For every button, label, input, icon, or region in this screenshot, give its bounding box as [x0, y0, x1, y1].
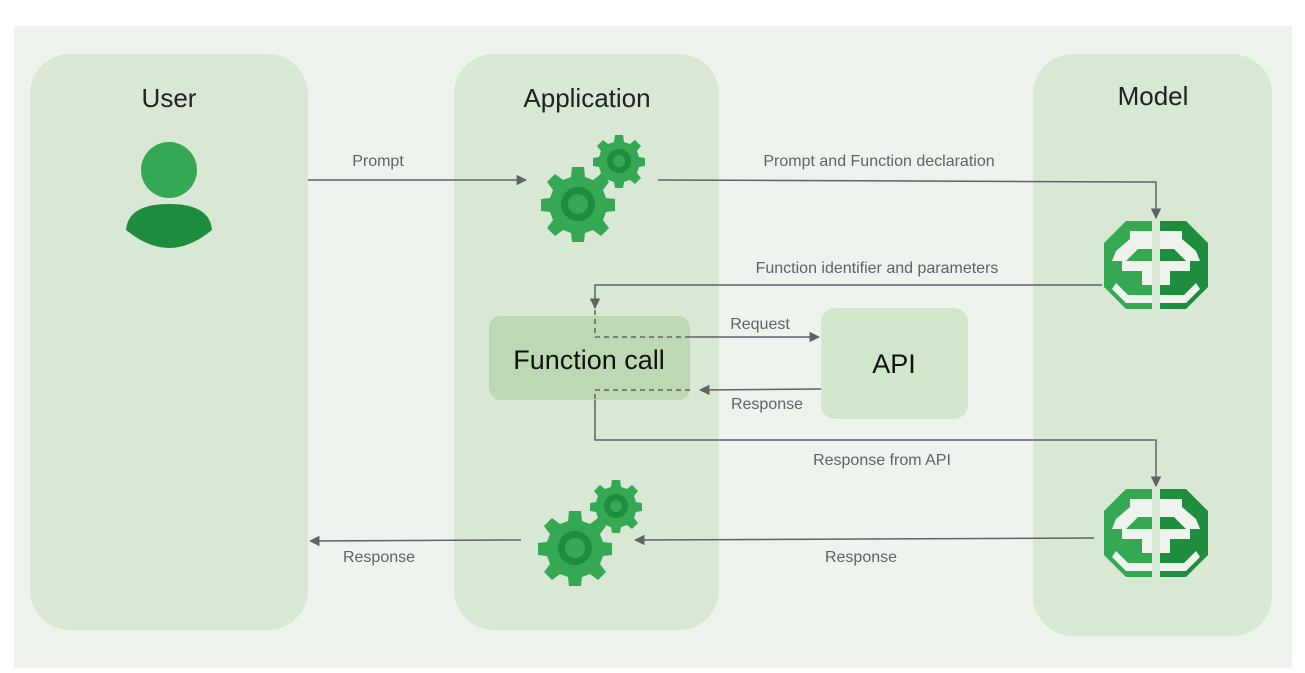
api-label: API — [872, 349, 916, 379]
function-identifier-arrow — [589, 284, 1102, 310]
user-response-arrow — [308, 535, 522, 547]
model-lane — [1033, 54, 1272, 636]
response-from-api-label: Response from API — [813, 452, 951, 469]
application-lane-title: Application — [523, 83, 650, 113]
function-call-label: Function call — [513, 345, 665, 375]
prompt-label: Prompt — [352, 153, 404, 170]
function-identifier-label: Function identifier and parameters — [756, 260, 999, 277]
prompt-declaration-label: Prompt and Function declaration — [763, 153, 994, 170]
api-response-dashed — [594, 389, 690, 404]
model-lane-title: Model — [1118, 81, 1189, 111]
model-response-arrow — [633, 534, 1095, 546]
function-call-box — [489, 316, 690, 400]
request-label: Request — [730, 316, 790, 333]
api-box — [821, 308, 968, 419]
api-response-label: Response — [731, 396, 803, 413]
user-lane — [30, 54, 308, 630]
user-lane-title: User — [142, 83, 197, 113]
prompt-declaration-arrow — [657, 179, 1162, 220]
api-response-arrow — [698, 384, 822, 396]
model-response-label: Response — [825, 549, 897, 566]
user-response-label: Response — [343, 549, 415, 566]
response-from-api-arrow — [594, 400, 1162, 488]
user-icon — [126, 142, 212, 248]
